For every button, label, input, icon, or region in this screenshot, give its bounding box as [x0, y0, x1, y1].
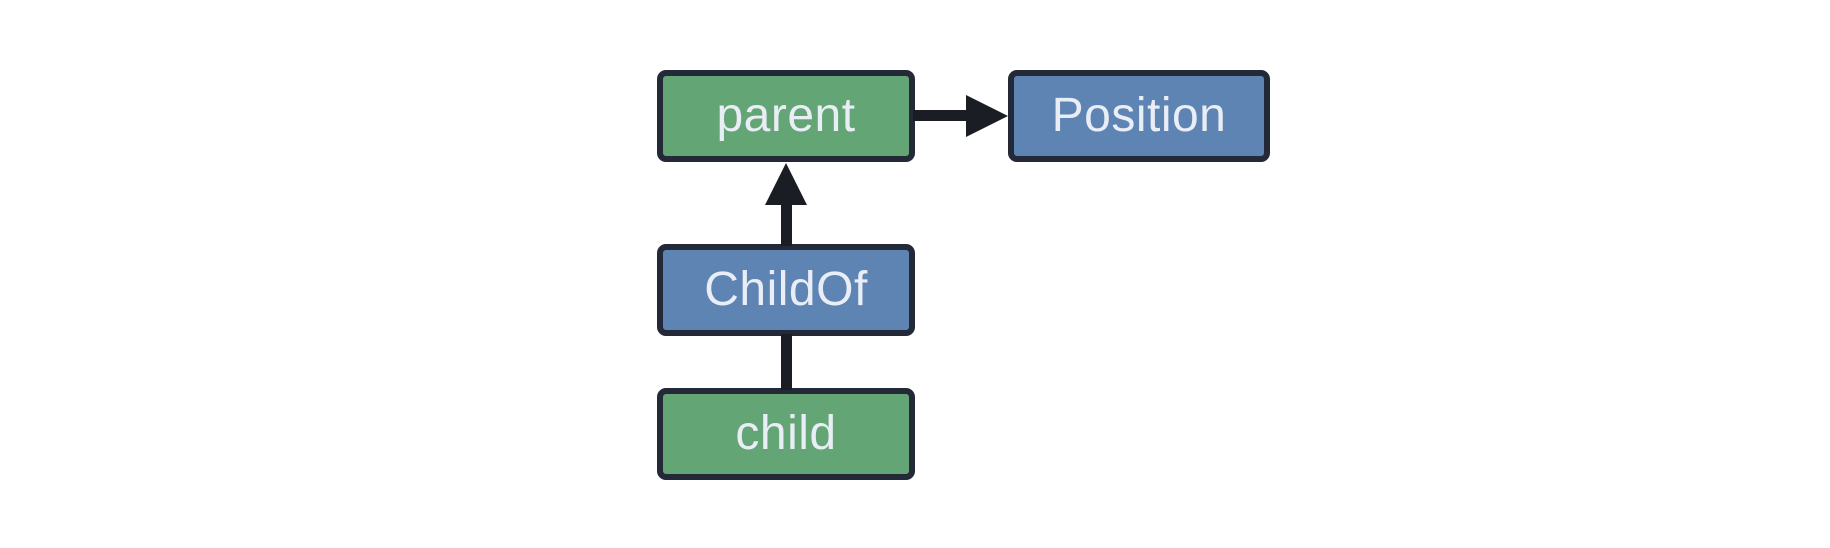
node-position-label: Position — [1051, 89, 1227, 142]
node-parent: parent — [657, 70, 915, 162]
node-child-label: child — [735, 407, 837, 460]
edge-childof-to-parent-shaft — [781, 202, 792, 246]
node-child: child — [657, 388, 915, 480]
arrowhead-right-icon — [966, 95, 1008, 137]
node-parent-label: parent — [716, 89, 856, 142]
edge-parent-to-position-shaft — [913, 110, 969, 121]
arrowhead-up-icon — [765, 163, 807, 205]
node-childof-label: ChildOf — [704, 263, 868, 316]
node-position: Position — [1008, 70, 1270, 162]
node-childof: ChildOf — [657, 244, 915, 336]
edge-child-to-childof-line — [781, 334, 792, 390]
